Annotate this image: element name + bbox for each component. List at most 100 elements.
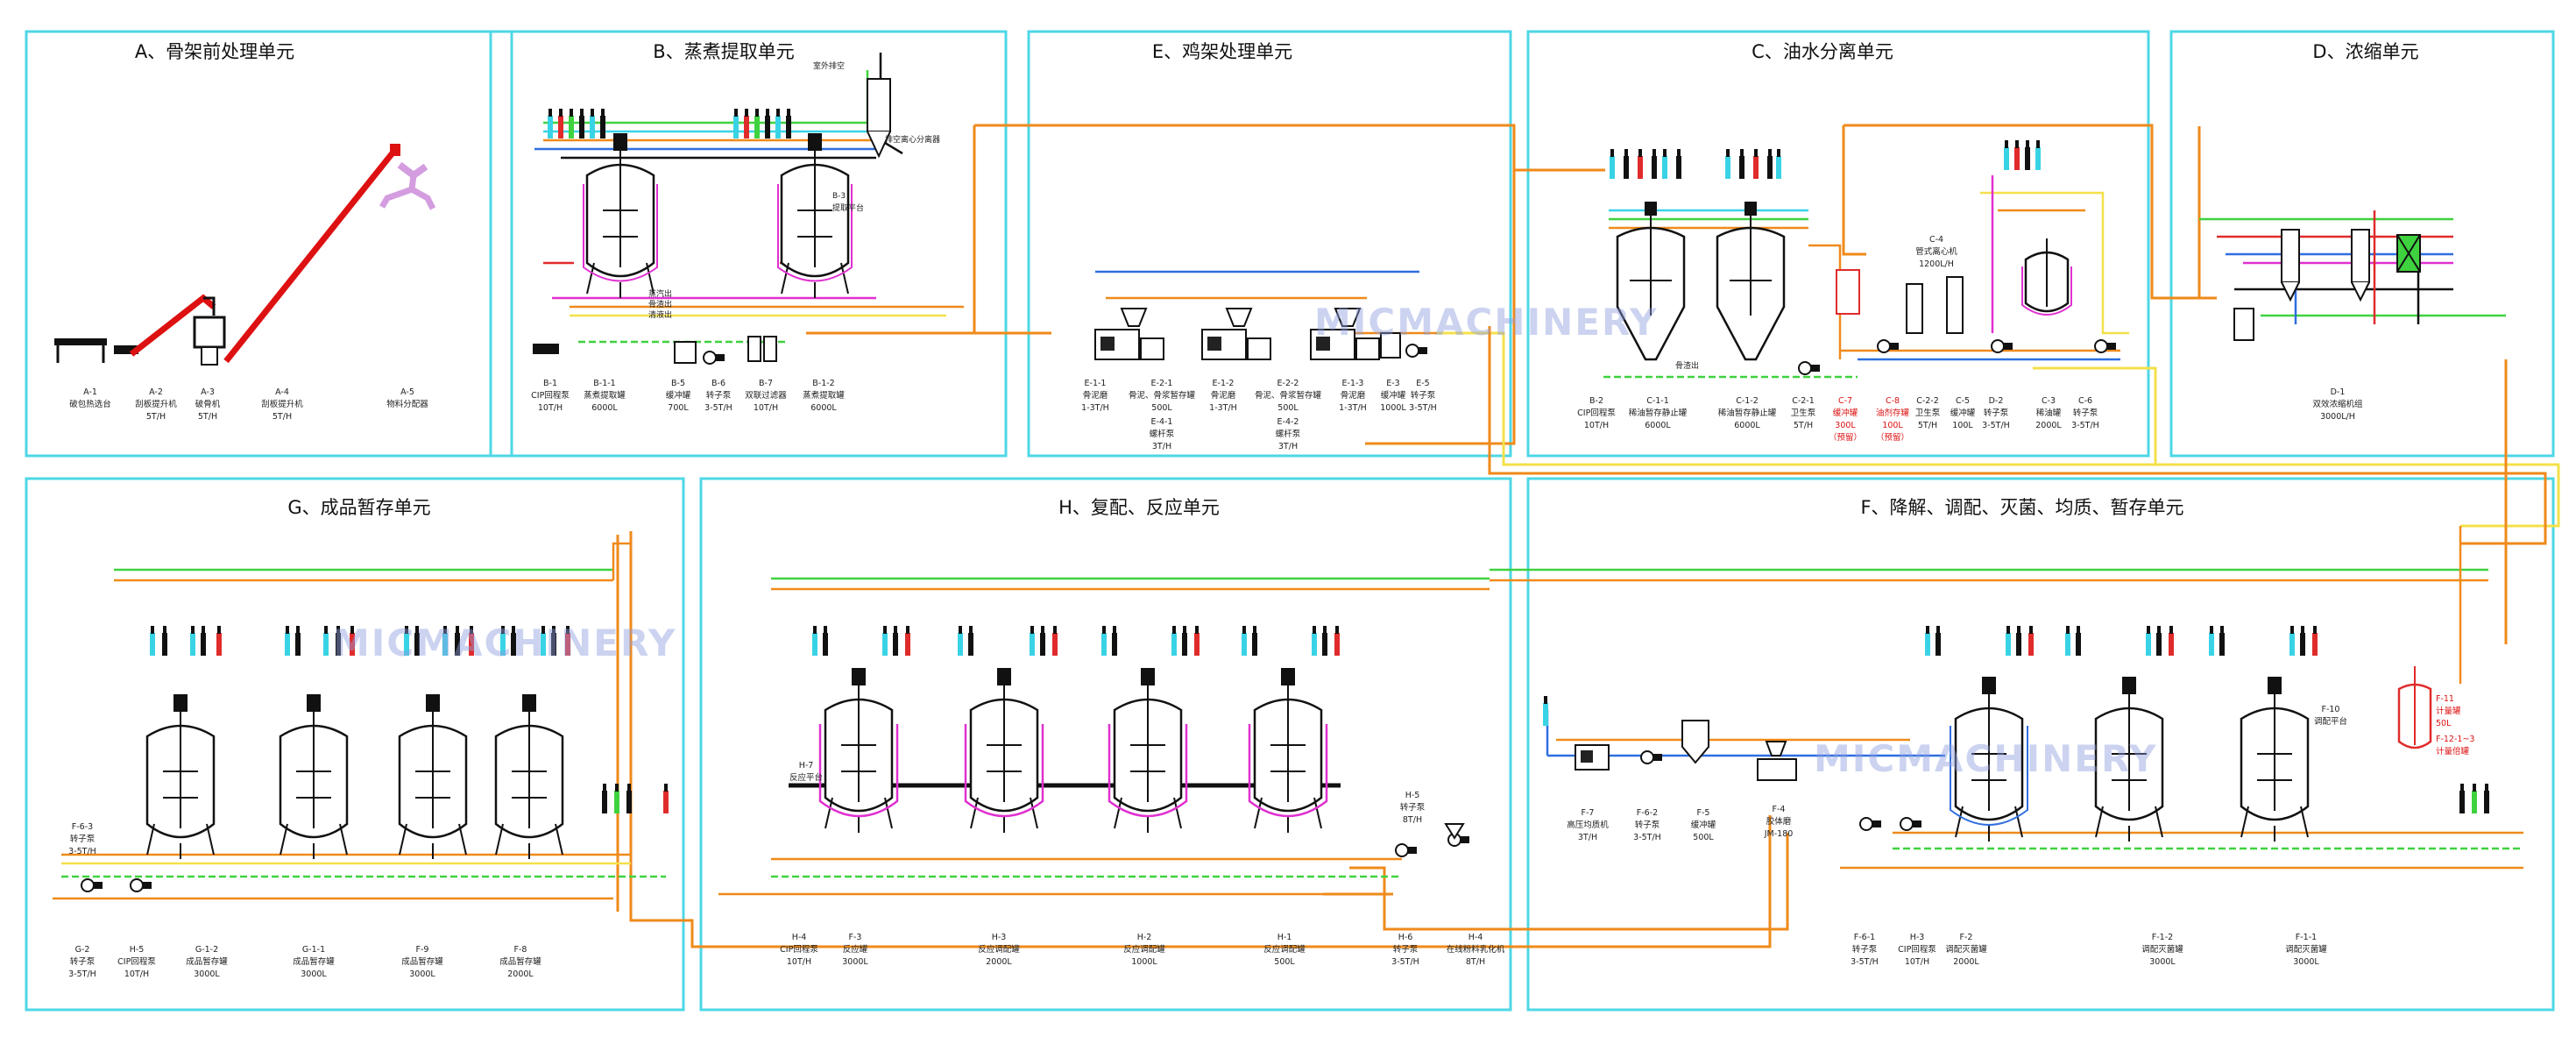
label-clear-out: 清液出 xyxy=(648,309,672,320)
label-f9-spec: 3000L xyxy=(409,969,435,979)
label-c6-spec: 3-5T/H xyxy=(2071,421,2099,430)
label-e12-tag: E-1-2 xyxy=(1213,379,1235,388)
label-cyclone: 排空离心分离器 xyxy=(885,134,940,145)
label-c8-note: （预留） xyxy=(1876,432,1909,443)
label-h3-name: 反应调配罐 xyxy=(978,944,1020,955)
frame-unit-e xyxy=(1027,30,1512,458)
label-g11-name: 成品暂存罐 xyxy=(293,956,335,967)
g-tank-3 xyxy=(398,692,468,861)
label-f61-name: 转子泵 xyxy=(1852,944,1878,955)
label-h5g-name: CIP回程泵 xyxy=(117,957,156,967)
evaporator-effect-2 xyxy=(2351,229,2370,302)
label-h4a-name: CIP回程泵 xyxy=(780,945,818,955)
watermark-left: MICMACHINERY xyxy=(333,621,676,664)
label-residue-out-c: 骨渣出 xyxy=(1675,360,1699,371)
label-e5-tag: E-5 xyxy=(1416,379,1429,388)
label-f63-tag: F-6-3 xyxy=(72,822,93,832)
label-g12-tag: G-1-2 xyxy=(195,945,218,955)
label-e5-name: 转子泵 xyxy=(1411,390,1436,401)
label-f5-name: 缓冲罐 xyxy=(1691,820,1716,830)
label-f8-spec: 2000L xyxy=(507,969,534,979)
label-h4a-spec: 10T/H xyxy=(787,957,811,967)
label-a4-tag: A-4 xyxy=(275,387,289,397)
frame-unit-d xyxy=(2169,30,2555,458)
label-e42-spec: 3T/H xyxy=(1278,442,1298,451)
label-c22-name: 卫生泵 xyxy=(1915,408,1941,418)
e-buffer-and-pump xyxy=(1380,332,1428,359)
label-c3-spec: 2000L xyxy=(2035,421,2062,430)
unit-g-title: G、成品暂存单元 xyxy=(287,497,430,518)
label-h5-spec: 8T/H xyxy=(1403,815,1422,825)
h-tank-4 xyxy=(1248,666,1328,834)
label-h4b-spec: 8T/H xyxy=(1466,957,1485,967)
evaporator-effect-1 xyxy=(2281,229,2300,302)
label-c5-tag: C-5 xyxy=(1956,396,1970,406)
label-c22-spec: 5T/H xyxy=(1918,421,1937,430)
label-b1-tag: B-1 xyxy=(543,379,557,388)
label-b12-name: 蒸煮提取罐 xyxy=(803,390,845,401)
unit-a-title: A、骨架前处理单元 xyxy=(135,41,294,62)
label-c12-name: 稀油暂存静止罐 xyxy=(1718,408,1777,418)
label-outdoor-vent: 室外排空 xyxy=(813,60,845,71)
f-tank-1 xyxy=(1950,675,2028,843)
label-c11-tag: C-1-1 xyxy=(1646,396,1669,406)
label-f9-tag: F-9 xyxy=(416,945,429,955)
label-f3-tag: F-3 xyxy=(849,933,862,942)
label-d2-name: 转子泵 xyxy=(1984,408,2009,418)
label-b11-spec: 6000L xyxy=(591,403,618,413)
label-b5-name: 缓冲罐 xyxy=(666,390,691,401)
label-e3-name: 缓冲罐 xyxy=(1381,390,1406,401)
unit-c-labels: 骨渣出 C-4 管式离心机 1200L/H B-2 CIP回程泵 10T/H C… xyxy=(1577,235,2099,443)
frame-unit-a xyxy=(25,30,513,458)
label-c8-name: 油剂存罐 xyxy=(1876,408,1910,418)
label-e3-spec: 1000L xyxy=(1380,403,1406,413)
label-c7-spec: 300L xyxy=(1835,421,1856,430)
c-instruments xyxy=(1610,140,2041,179)
label-f63-name: 转子泵 xyxy=(70,834,96,844)
label-b6-tag: B-6 xyxy=(711,379,725,388)
scraper-elevator-2 xyxy=(223,144,400,364)
label-h4a-tag: H-4 xyxy=(792,933,807,942)
label-h2-tag: H-2 xyxy=(1137,933,1152,942)
label-a3-name: 破骨机 xyxy=(195,399,221,409)
label-b11-name: 蒸煮提取罐 xyxy=(584,390,626,401)
label-b7-tag: B-7 xyxy=(759,379,773,388)
label-h6-tag: H-6 xyxy=(1398,933,1413,942)
label-b7-spec: 10T/H xyxy=(754,403,778,413)
settling-tank-c12 xyxy=(1716,200,1786,361)
unit-d-title: D、浓缩单元 xyxy=(2312,41,2418,62)
label-f11b-spec: 3000L xyxy=(2293,957,2319,967)
label-f10-name: 调配平台 xyxy=(2314,716,2347,727)
label-b7-name: 双联过滤器 xyxy=(745,390,787,401)
label-f63-spec: 3-5T/H xyxy=(68,847,96,856)
bone-mill-e11 xyxy=(1094,308,1164,360)
label-h4b-tag: H-4 xyxy=(1468,933,1483,942)
unit-d-equipment: D-1 双效浓缩机组 3000L/H xyxy=(2199,210,2506,422)
label-g12-spec: 3000L xyxy=(194,969,220,979)
label-f11-spec: 50L xyxy=(2436,719,2452,728)
unit-g-labels: F-6-3 转子泵 3-5T/H G-2 转子泵 3-5T/H H-5 CIP回… xyxy=(68,822,541,979)
bone-mill-e13 xyxy=(1310,308,1380,360)
unit-c-equipment: 骨渣出 C-4 管式离心机 1200L/H B-2 CIP回程泵 10T/H C… xyxy=(1577,140,2129,443)
label-f4-spec: JM-180 xyxy=(1764,829,1794,839)
label-steam-out: 蒸汽出 xyxy=(648,288,672,299)
label-b2-spec: 10T/H xyxy=(1584,421,1609,430)
g-tank-4 xyxy=(494,692,564,861)
label-b1-name: CIP回程泵 xyxy=(531,391,570,401)
label-c12-tag: C-1-2 xyxy=(1736,396,1759,406)
watermark-right: MICMACHINERY xyxy=(1814,737,2157,780)
label-g11-spec: 3000L xyxy=(301,969,327,979)
label-d1-name: 双效浓缩机组 xyxy=(2312,399,2363,409)
label-c4-spec: 1200L/H xyxy=(1919,259,1954,269)
label-h6-name: 转子泵 xyxy=(1393,944,1419,955)
label-e13-tag: E-1-3 xyxy=(1342,379,1364,388)
unit-g-equipment: F-6-3 转子泵 3-5T/H G-2 转子泵 3-5T/H H-5 CIP回… xyxy=(53,542,669,979)
label-b1-spec: 10T/H xyxy=(538,403,563,413)
label-e21-name: 骨泥、骨浆暂存罐 xyxy=(1129,390,1196,401)
label-e12-spec: 1-3T/H xyxy=(1209,403,1237,413)
label-e3-tag: E-3 xyxy=(1386,379,1399,388)
label-e13-name: 骨泥磨 xyxy=(1341,390,1366,401)
label-b2-tag: B-2 xyxy=(1589,396,1603,406)
label-e41-name: 螺杆泵 xyxy=(1150,429,1175,439)
filters-and-pumps xyxy=(533,336,777,365)
